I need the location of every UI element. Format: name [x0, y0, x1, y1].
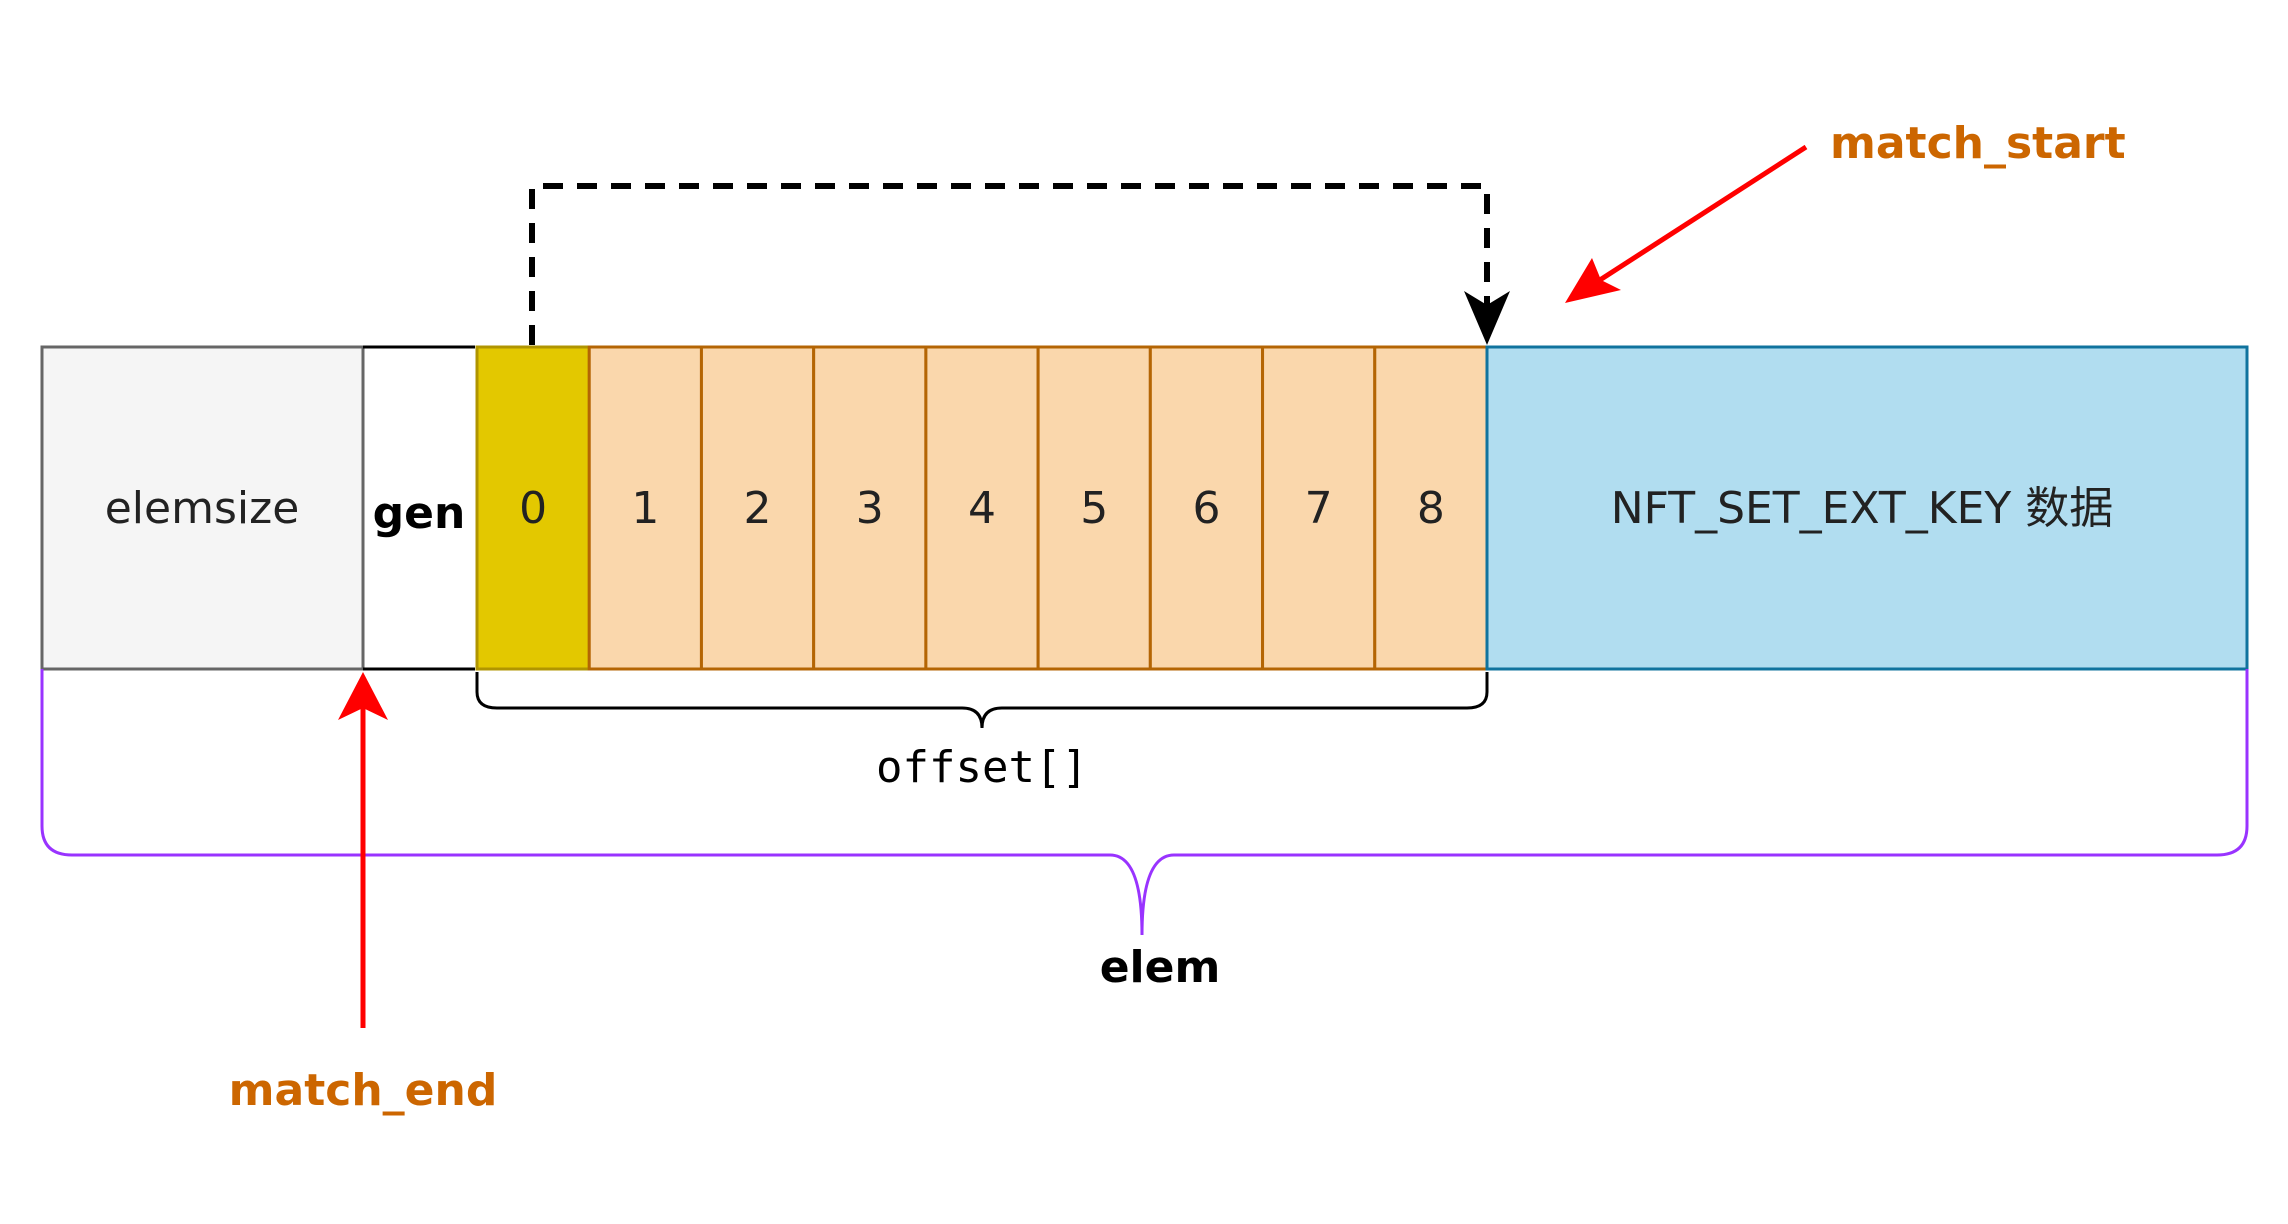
offset-cell-7: [1261, 345, 1377, 671]
offset-brace: [475, 672, 1489, 729]
key-data-label: NFT_SET_EXT_KEY 数据: [1611, 483, 2114, 534]
offset-cell-label-1: 1: [631, 483, 659, 534]
offset-cell-6: [1148, 345, 1265, 671]
offset-dashed-arrow: [529, 183, 1490, 345]
offset-cell-label-4: 4: [968, 483, 996, 534]
offset-cell-5: [1036, 345, 1152, 671]
offset-cell-2: [699, 345, 816, 671]
offset-array-cells: 0 1 2 3 4 5 6 7 8: [475, 345, 1489, 671]
key-data-cell: [1485, 345, 2249, 671]
offset-cell-label-0: 0: [519, 483, 547, 534]
offset-cell-label-7: 7: [1305, 483, 1333, 534]
match-end-label: match_end: [229, 1065, 498, 1116]
offset-cell-1: [587, 345, 703, 671]
offset-cell-label-5: 5: [1080, 483, 1108, 534]
offset-cell-label-2: 2: [744, 483, 772, 534]
offset-cell-4: [924, 345, 1040, 671]
offset-brace-label: offset[]: [876, 742, 1088, 793]
offset-cell-8: [1373, 345, 1489, 671]
gen-label: gen: [373, 488, 466, 539]
match-start-label: match_start: [1830, 118, 2126, 169]
match-end-arrowhead-icon: [338, 672, 388, 720]
match-start-arrowhead-icon: [1565, 258, 1621, 303]
elemsize-cell: [40, 345, 365, 671]
match-start-arrow: [1570, 144, 1808, 301]
elem-brace: [40, 669, 2249, 936]
offset-cell-label-6: 6: [1192, 483, 1220, 534]
elemsize-label: elemsize: [105, 483, 300, 534]
offset-cell-0: [475, 345, 591, 671]
elem-brace-label: elem: [1100, 942, 1221, 993]
offset-cell-label-3: 3: [856, 483, 884, 534]
offset-dashed-arrowhead-icon: [1464, 291, 1510, 345]
offset-cell-label-8: 8: [1417, 483, 1445, 534]
